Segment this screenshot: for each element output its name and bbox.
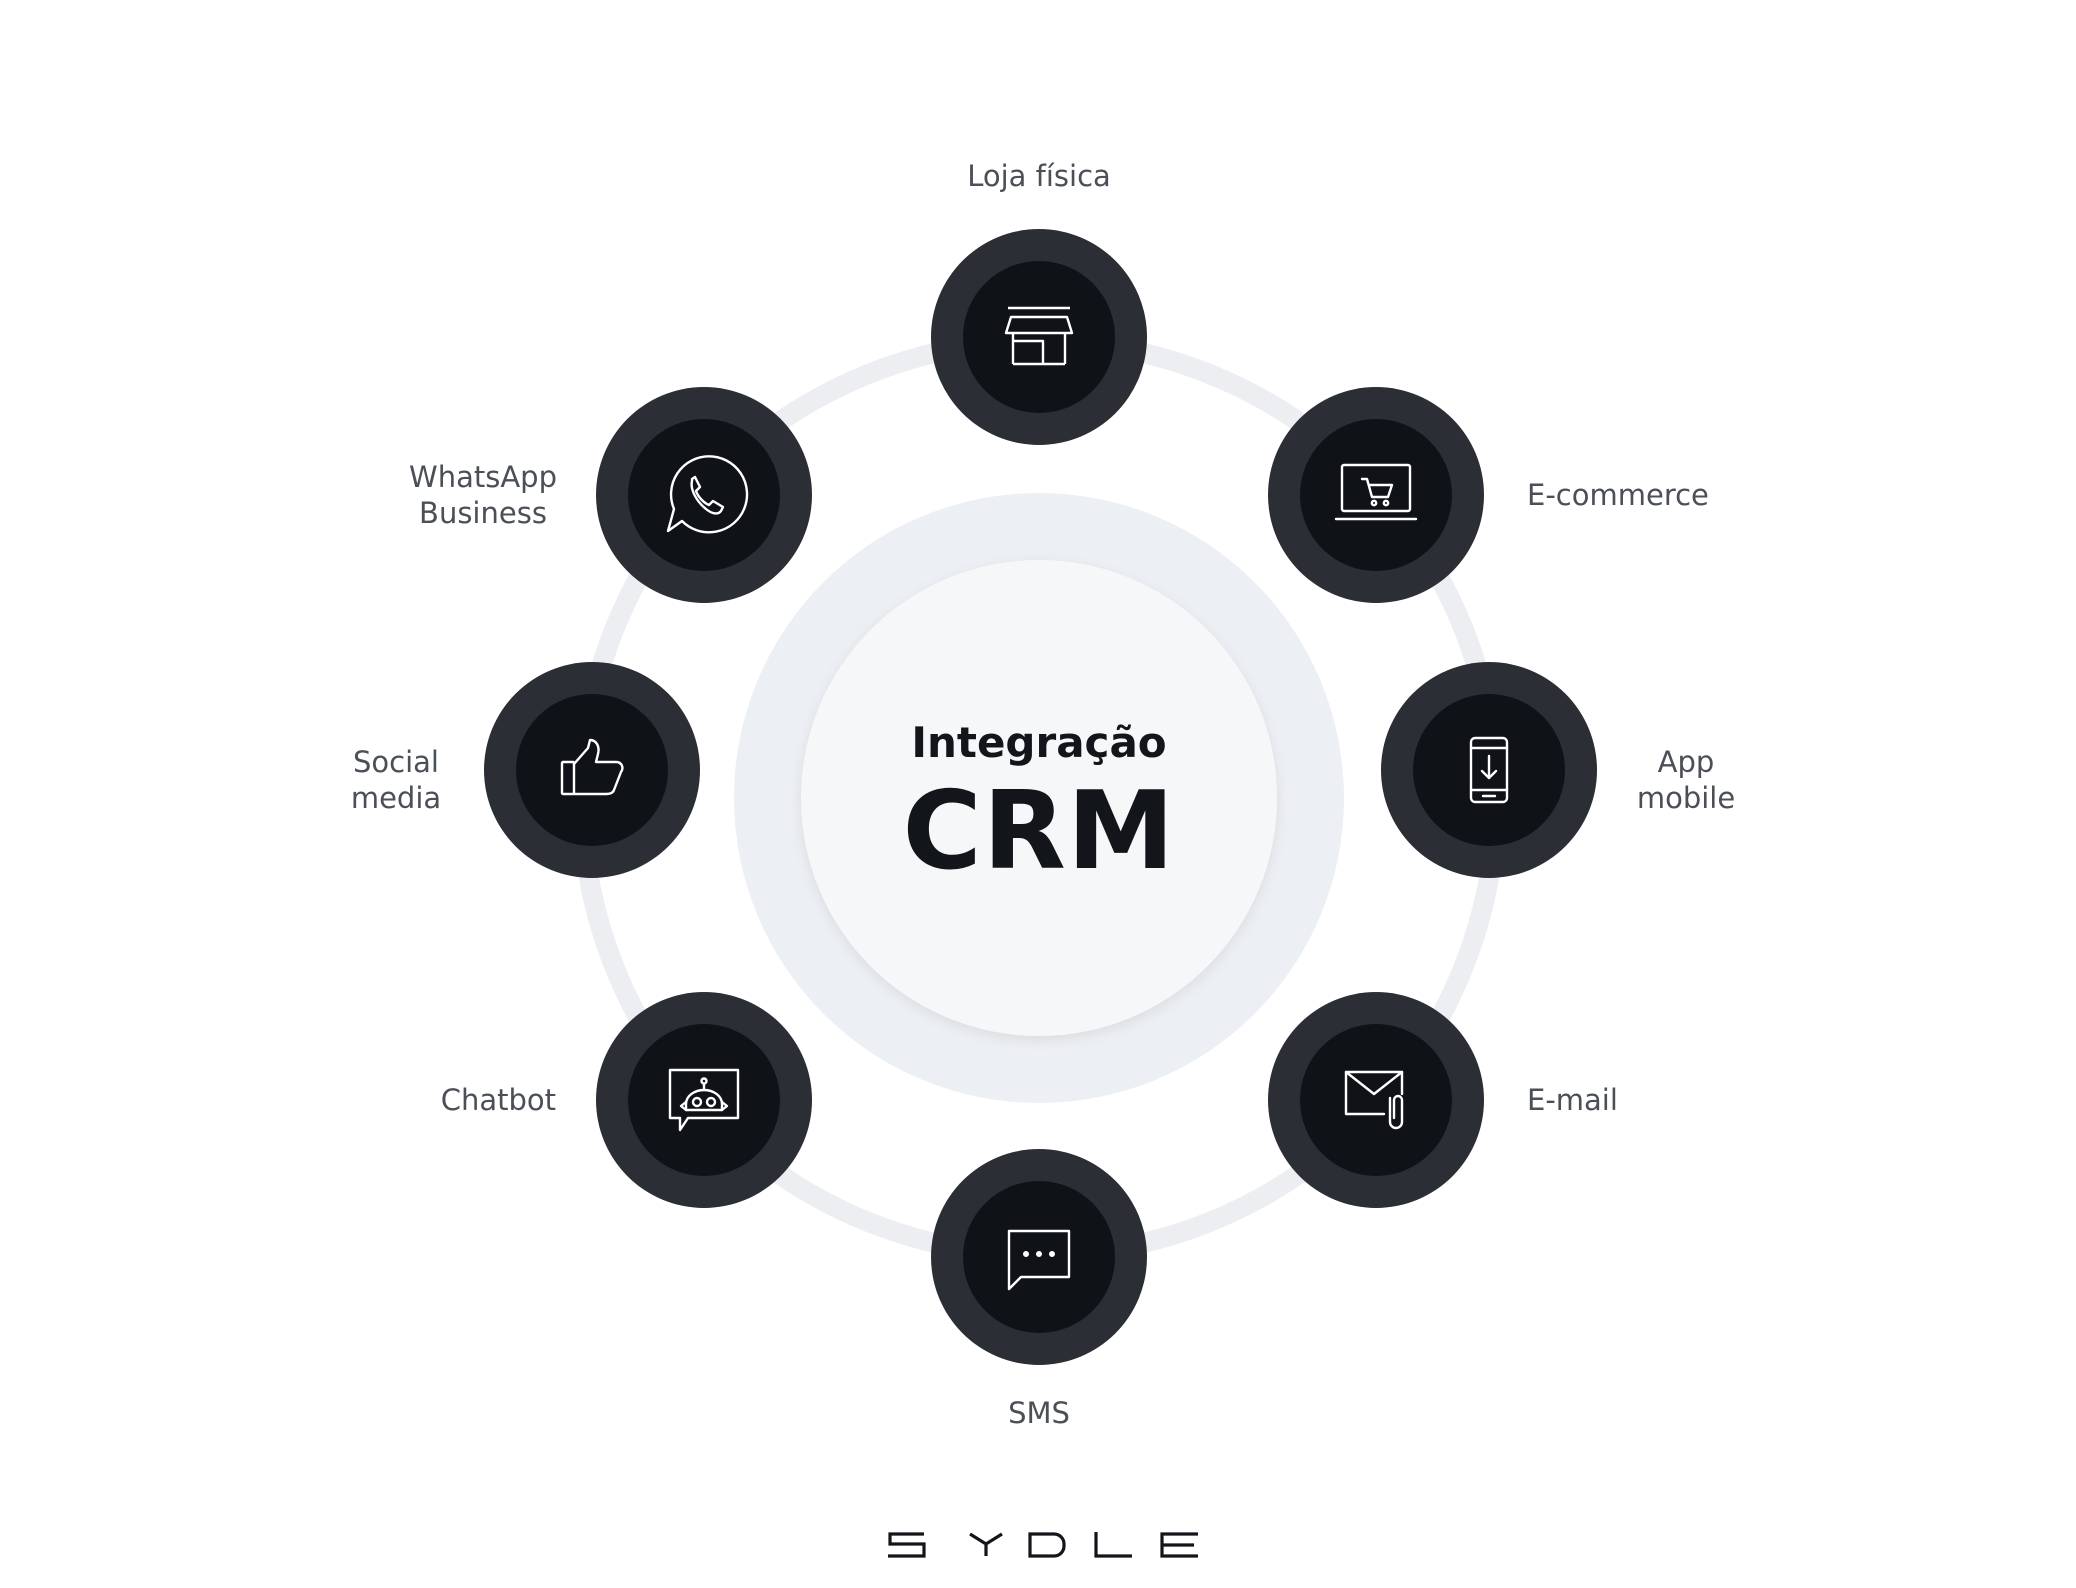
channel-label-line-1: App bbox=[1657, 745, 1715, 779]
channel-label-e-mail: E-mail bbox=[1527, 1082, 1618, 1118]
sydle-logo bbox=[888, 1532, 1198, 1558]
chat-bubble-dots-icon bbox=[1007, 1229, 1071, 1291]
whatsapp-icon bbox=[666, 455, 749, 534]
center-hub-inner bbox=[801, 560, 1277, 1036]
smartphone-download-icon bbox=[1469, 736, 1509, 804]
channel-label-line-1: Social bbox=[353, 745, 439, 779]
channel-label-app-mobile: App mobile bbox=[1637, 744, 1735, 816]
storefront-icon bbox=[1004, 306, 1074, 366]
channel-node-chatbot bbox=[596, 992, 812, 1208]
channel-label-loja-fisica: Loja física bbox=[967, 158, 1111, 194]
channel-label-social-media: Social media bbox=[351, 744, 441, 816]
channel-label-line-1: WhatsApp bbox=[409, 460, 557, 494]
channel-label-sms: SMS bbox=[1008, 1395, 1070, 1431]
laptop-cart-icon bbox=[1334, 463, 1418, 521]
channel-label-e-commerce: E-commerce bbox=[1527, 477, 1709, 513]
channel-label-text: SMS bbox=[1008, 1396, 1070, 1430]
channel-label-line-2: media bbox=[350, 781, 442, 815]
channel-node-e-commerce bbox=[1268, 387, 1484, 603]
channel-node-sms bbox=[931, 1149, 1147, 1365]
robot-chat-icon bbox=[668, 1068, 740, 1132]
channel-label-chatbot: Chatbot bbox=[441, 1082, 556, 1118]
channel-label-text: Loja física bbox=[967, 159, 1111, 193]
channel-node-social-media bbox=[484, 662, 700, 878]
envelope-attachment-icon bbox=[1344, 1070, 1404, 1130]
channel-node-loja-fisica bbox=[931, 229, 1147, 445]
channel-node-app-mobile bbox=[1381, 662, 1597, 878]
channel-node-whatsapp-business bbox=[596, 387, 812, 603]
thumbs-up-icon bbox=[560, 738, 624, 796]
channel-label-text: Chatbot bbox=[440, 1083, 556, 1117]
channel-label-whatsapp-business: WhatsApp Business bbox=[409, 459, 557, 531]
channel-node-e-mail bbox=[1268, 992, 1484, 1208]
center-title-small: Integração bbox=[911, 718, 1167, 767]
channel-label-line-2: Business bbox=[419, 496, 547, 530]
channel-label-text: E-commerce bbox=[1527, 478, 1709, 512]
channel-label-line-2: mobile bbox=[1636, 781, 1736, 815]
channel-label-text: E-mail bbox=[1527, 1083, 1618, 1117]
center-title-large: CRM bbox=[902, 769, 1176, 894]
